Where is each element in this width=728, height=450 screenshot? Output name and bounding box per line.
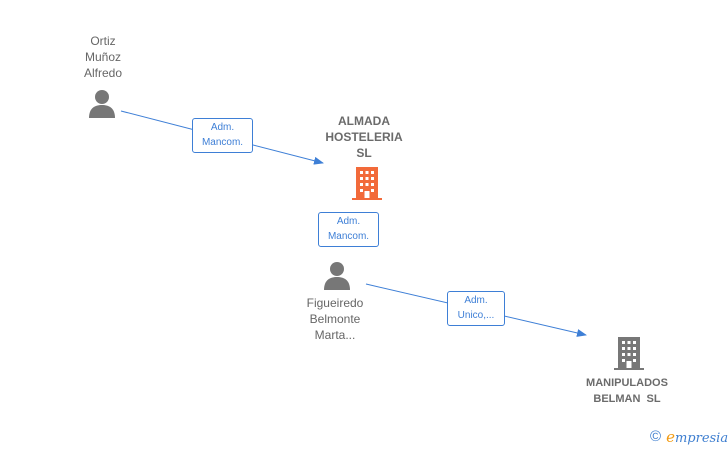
node-name-line: HOSTELERIA bbox=[325, 130, 403, 144]
brand-rest: mpresia bbox=[674, 431, 728, 446]
node-name-line: Marta... bbox=[314, 328, 356, 342]
node-name-line: MANIPULADOS bbox=[586, 377, 668, 389]
edge-label-line: Adm. bbox=[464, 295, 488, 306]
node-label-manipulados[interactable]: MANIPULADOS BELMAN SL bbox=[557, 375, 697, 407]
edge-label-line: Mancom. bbox=[201, 137, 244, 148]
node-name-line: Ortiz bbox=[90, 34, 116, 48]
building-icon[interactable] bbox=[612, 335, 646, 371]
edge-label-line: Unico,... bbox=[457, 310, 495, 321]
node-label-almada[interactable]: ALMADA HOSTELERIA SL bbox=[294, 113, 434, 161]
brand-wordmark: empresia bbox=[666, 428, 728, 446]
edge-label-line: Adm. bbox=[336, 216, 361, 227]
edge-label-line: Adm. bbox=[210, 122, 235, 133]
edge-label-figueiredo-almada[interactable]: Adm. Mancom. bbox=[318, 212, 379, 247]
node-label-figueiredo[interactable]: Figueiredo Belmonte Marta... bbox=[265, 295, 405, 343]
edge-label-figueiredo-manipulados[interactable]: Adm. Unico,... bbox=[447, 291, 505, 326]
node-name-line: Belmonte bbox=[309, 312, 361, 326]
node-name-line: Alfredo bbox=[83, 66, 123, 80]
edge-label-line: Mancom. bbox=[327, 231, 370, 242]
node-label-ortiz[interactable]: Ortiz Muñoz Alfredo bbox=[33, 33, 173, 81]
edge-label-ortiz-almada[interactable]: Adm. Mancom. bbox=[192, 118, 253, 153]
node-name-line: Figueiredo bbox=[306, 296, 364, 310]
person-icon[interactable] bbox=[87, 88, 117, 118]
brand-initial: e bbox=[666, 428, 675, 446]
node-name-line: ALMADA bbox=[338, 114, 390, 128]
node-name-line: SL bbox=[356, 146, 372, 160]
node-name-line: Muñoz bbox=[84, 50, 122, 64]
person-icon[interactable] bbox=[322, 260, 352, 290]
node-name-line: BELMAN SL bbox=[593, 393, 661, 405]
copyright-symbol: © bbox=[650, 428, 662, 445]
brand-logo: © empresia bbox=[650, 428, 728, 446]
building-icon[interactable] bbox=[350, 165, 384, 201]
